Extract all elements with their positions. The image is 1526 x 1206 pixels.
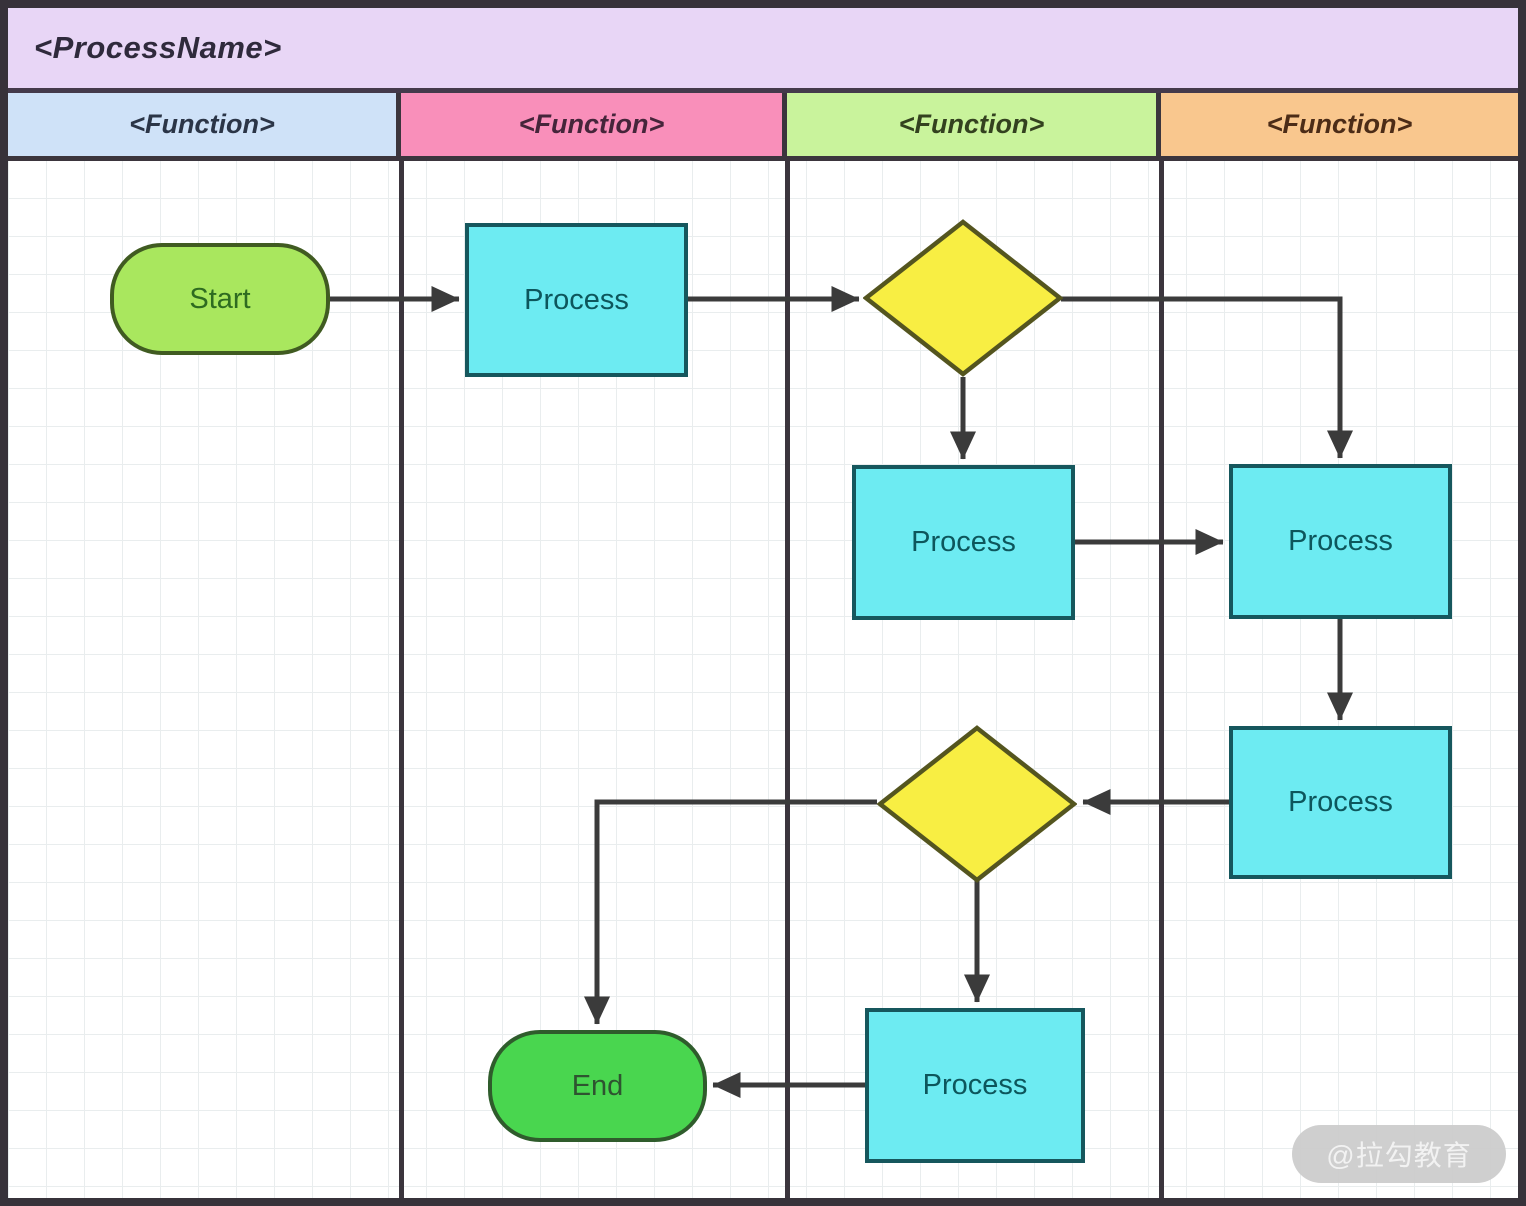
- connector-decision1-process3: [1061, 296, 1353, 459]
- lane-header-3: <Function>: [787, 93, 1161, 161]
- node-decision-1: [863, 219, 1063, 377]
- node-process-1: Process: [465, 223, 688, 377]
- node-label: Process: [1288, 525, 1393, 557]
- lane-header-2: <Function>: [401, 93, 787, 161]
- lane-divider: [399, 161, 404, 1198]
- decision-diamond: [877, 725, 1077, 883]
- node-process-5: Process: [865, 1008, 1085, 1163]
- node-label: Start: [189, 282, 251, 315]
- node-process-2: Process: [852, 465, 1075, 620]
- connector-decision2-end: [583, 799, 877, 1025]
- lane-header-label: <Function>: [1266, 109, 1413, 139]
- node-decision-2: [877, 725, 1077, 883]
- node-start: Start: [110, 243, 330, 355]
- node-label: Process: [1288, 786, 1393, 818]
- node-label: Process: [922, 1069, 1028, 1101]
- lane-header-label: <Function>: [898, 109, 1045, 139]
- process-title-band: <ProcessName>: [8, 8, 1518, 93]
- node-process-3: Process: [1229, 464, 1452, 619]
- node-end: End: [488, 1030, 707, 1142]
- node-label: End: [571, 1069, 624, 1102]
- lane-header-1: <Function>: [8, 93, 401, 161]
- lane-header-label: <Function>: [518, 109, 665, 139]
- node-label: Process: [524, 283, 629, 316]
- lane-divider: [1159, 161, 1164, 1198]
- lane-header-label: <Function>: [129, 109, 275, 139]
- node-process-4: Process: [1229, 726, 1452, 879]
- lane-header-4: <Function>: [1161, 93, 1518, 161]
- lane-divider: [785, 161, 790, 1198]
- lane-header-row: <Function> <Function> <Function> <Functi…: [8, 93, 1518, 161]
- watermark-text: @拉勾教育: [1326, 1140, 1472, 1171]
- decision-diamond: [863, 219, 1063, 377]
- node-label: Process: [911, 526, 1016, 558]
- process-name-title: <ProcessName>: [34, 30, 282, 65]
- watermark-badge: @拉勾教育: [1292, 1125, 1506, 1183]
